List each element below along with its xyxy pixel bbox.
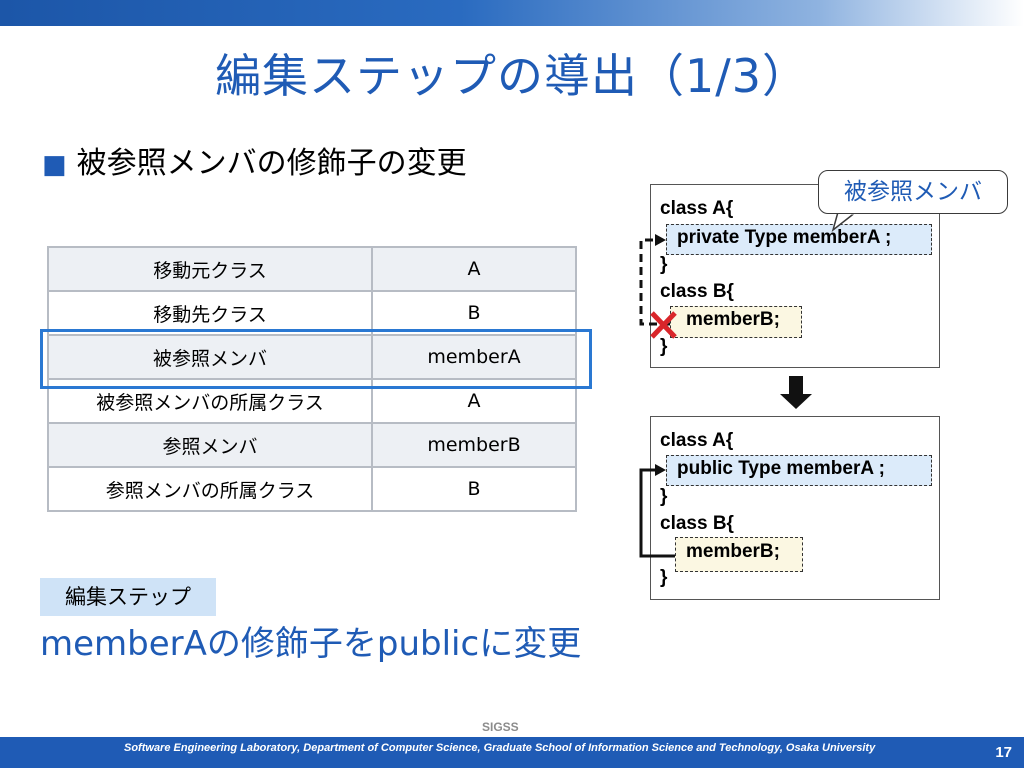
bullet-item: ■ 被参照メンバの修飾子の変更 xyxy=(42,138,467,182)
callout-tail xyxy=(831,211,859,232)
table-value: memberA xyxy=(371,334,577,380)
table-value: A xyxy=(371,246,577,292)
table-key: 移動元クラス xyxy=(47,246,373,292)
code-line: memberB; xyxy=(686,541,780,562)
code-line: private Type memberA ; xyxy=(677,227,892,248)
member-a-box-before xyxy=(666,224,932,255)
step-description: memberAの修飾子をpublicに変更 xyxy=(40,624,582,664)
top-banner xyxy=(0,0,1024,26)
code-line: class A{ xyxy=(660,198,734,219)
row-highlight-box xyxy=(40,329,592,389)
member-a-box-after xyxy=(666,455,932,486)
code-line: } xyxy=(660,336,668,357)
slide-title: 編集ステップの導出（1/3） xyxy=(214,49,810,103)
code-line: class B{ xyxy=(660,281,734,302)
table-value: memberB xyxy=(371,422,577,468)
footer-text: Software Engineering Laboratory, Departm… xyxy=(124,742,876,754)
table-key: 参照メンバの所属クラス xyxy=(47,466,373,512)
reference-arrow-dashed xyxy=(639,234,670,326)
table-key: 参照メンバ xyxy=(47,422,373,468)
code-line: class B{ xyxy=(660,513,734,534)
reference-arrow-solid xyxy=(639,464,675,558)
table-key: 移動先クラス xyxy=(47,290,373,336)
code-line: } xyxy=(660,486,668,507)
code-line: class A{ xyxy=(660,430,734,451)
code-line: } xyxy=(660,567,668,588)
callout-bubble: 被参照メンバ xyxy=(818,170,1008,214)
cross-icon xyxy=(650,311,677,339)
brand-label: SIGSS xyxy=(482,720,519,734)
footer-bar xyxy=(0,737,1024,768)
member-b-box-after xyxy=(675,537,803,572)
table-value: B xyxy=(371,466,577,512)
table-value: B xyxy=(371,290,577,336)
table-key: 被参照メンバ xyxy=(47,334,373,380)
down-arrow-icon xyxy=(780,376,812,409)
page-number: 17 xyxy=(995,744,1012,761)
code-line: public Type memberA ; xyxy=(677,458,885,479)
member-b-box-before xyxy=(670,306,802,338)
bullet-square-icon: ■ xyxy=(42,150,67,180)
code-line: } xyxy=(660,254,668,275)
step-label: 編集ステップ xyxy=(40,578,216,616)
bullet-text: 被参照メンバの修飾子の変更 xyxy=(76,146,467,181)
code-line: memberB; xyxy=(686,309,780,330)
